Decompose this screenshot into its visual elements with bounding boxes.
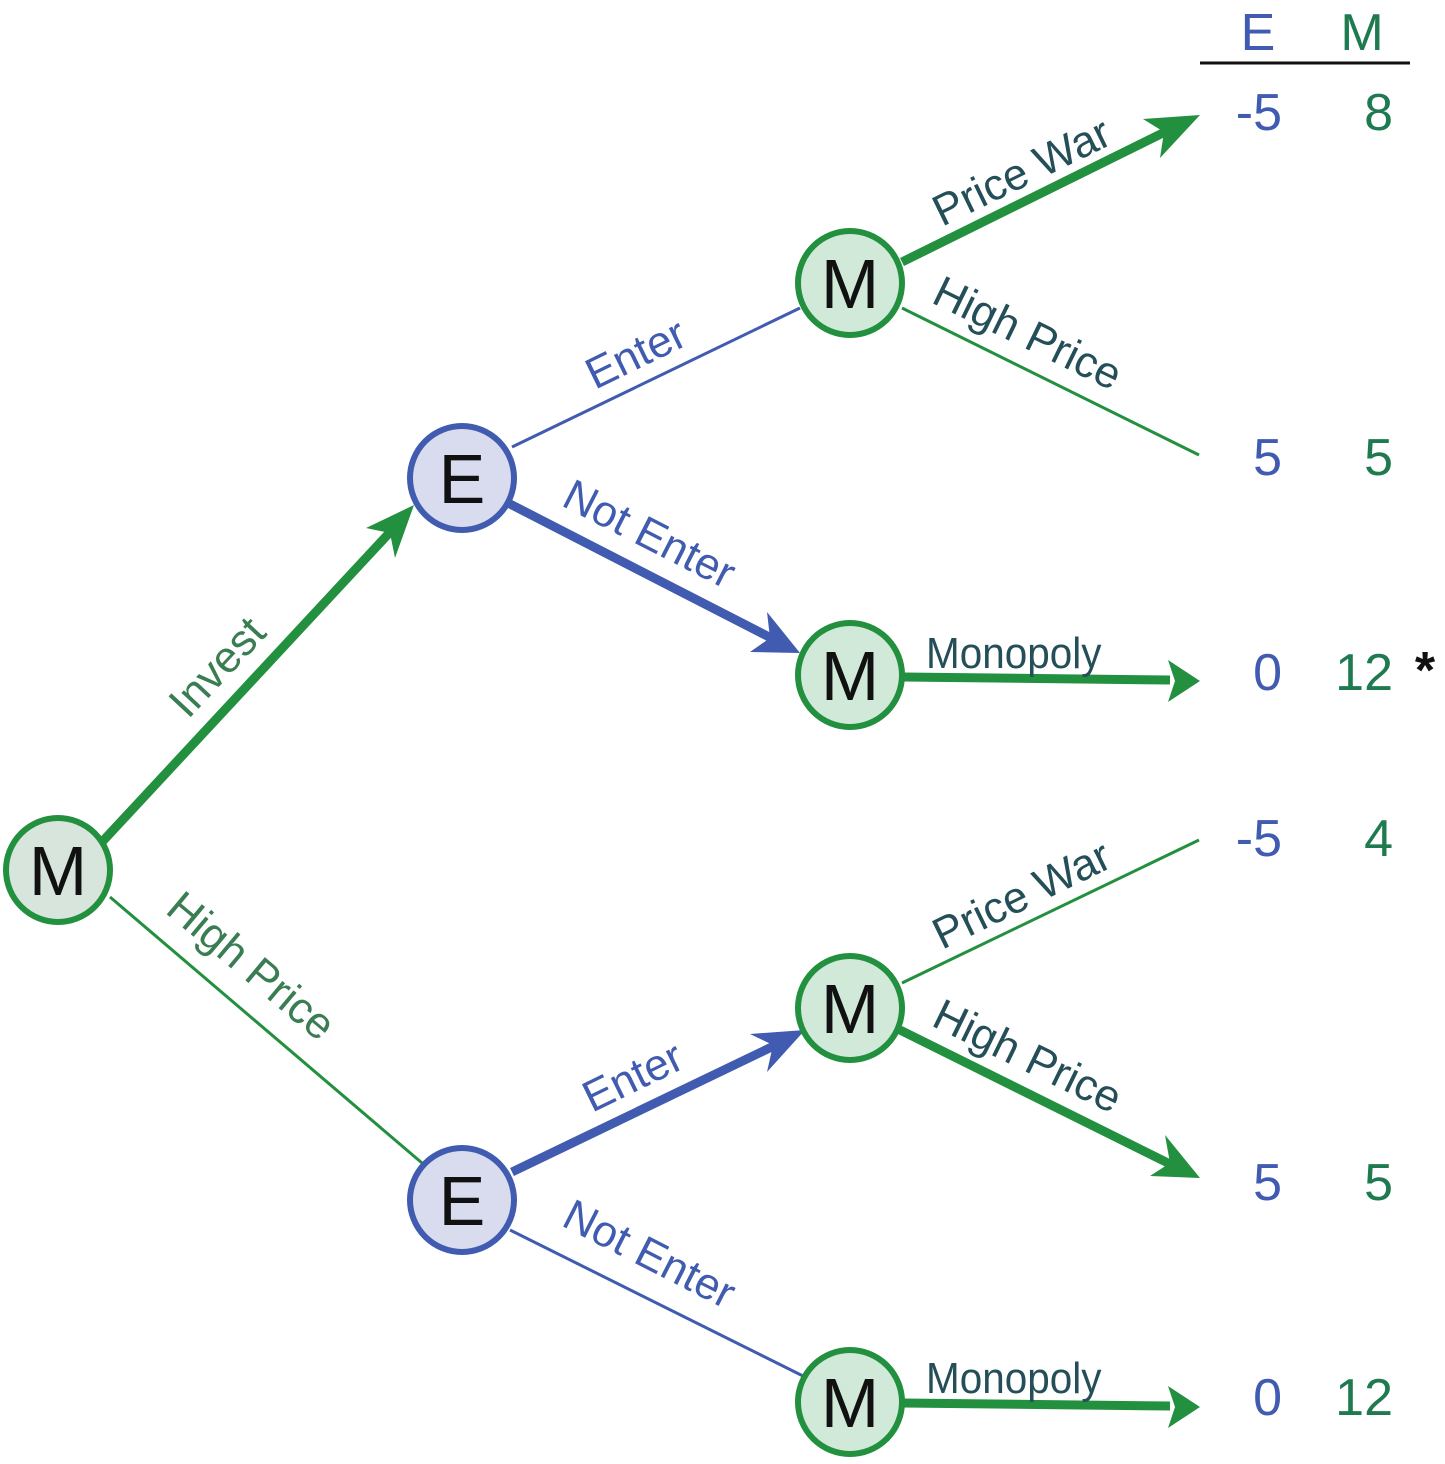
header-e-label: E bbox=[1241, 4, 1276, 62]
node-e-bottom-label: E bbox=[439, 1162, 486, 1240]
edge-invest bbox=[98, 526, 396, 846]
label-high-price-root: High Price bbox=[158, 882, 345, 1050]
edge-enter-top bbox=[511, 306, 801, 449]
payoff-m: 4 bbox=[1364, 810, 1393, 868]
payoff-m: 8 bbox=[1364, 84, 1393, 142]
label-enter-bottom: Enter bbox=[575, 1032, 691, 1122]
payoff-m: 12 bbox=[1335, 1369, 1393, 1427]
arrowhead-monopoly-2 bbox=[1168, 1386, 1200, 1428]
edge-high-price-2 bbox=[897, 1025, 1175, 1170]
payoff-m: 5 bbox=[1364, 1154, 1393, 1212]
edge-not-enter-top bbox=[507, 499, 778, 645]
edge-enter-bottom bbox=[510, 1038, 782, 1177]
equilibrium-mark: * bbox=[1415, 642, 1436, 700]
node-m-bottom-not-enter: M bbox=[795, 1347, 905, 1457]
payoff-row: 0 12 * bbox=[1253, 642, 1436, 702]
edge-monopoly-2 bbox=[902, 1398, 1171, 1411]
edge-labels: Invest High Price Enter Not Enter Enter … bbox=[158, 108, 1130, 1402]
payoff-row: 0 12 bbox=[1253, 1369, 1393, 1427]
arrowhead-monopoly-1 bbox=[1168, 660, 1200, 702]
payoff-e: 0 bbox=[1253, 1369, 1282, 1427]
arrowhead-enter-bottom bbox=[750, 1030, 805, 1072]
node-e-bottom: E bbox=[407, 1145, 517, 1255]
edge-high-price-root bbox=[109, 895, 423, 1165]
payoff-row: 5 5 bbox=[1253, 1154, 1393, 1212]
header-m-label: M bbox=[1340, 4, 1383, 62]
node-m-top-not-enter-label: M bbox=[821, 637, 879, 715]
node-m-top-not-enter: M bbox=[795, 620, 905, 730]
node-m-bottom-enter-label: M bbox=[821, 970, 879, 1048]
arrowhead-price-war-1 bbox=[1143, 115, 1200, 158]
arrowhead-not-enter-top bbox=[750, 612, 800, 653]
node-e-top: E bbox=[407, 423, 517, 533]
nodes: M E E M M M M bbox=[3, 228, 905, 1457]
label-enter-top: Enter bbox=[578, 309, 694, 399]
payoff-e: 0 bbox=[1253, 644, 1282, 702]
node-m-top-enter: M bbox=[795, 228, 905, 338]
node-m-top-enter-label: M bbox=[821, 245, 879, 323]
edge-not-enter-bottom bbox=[509, 1228, 806, 1379]
payoff-row: -5 4 bbox=[1236, 810, 1393, 868]
node-m-bottom-not-enter-label: M bbox=[821, 1364, 879, 1442]
payoffs: -5 8 5 5 0 12 * -5 4 5 5 0 12 bbox=[1236, 84, 1436, 1427]
node-m-bottom-enter: M bbox=[795, 953, 905, 1063]
payoff-row: -5 8 bbox=[1236, 84, 1393, 142]
label-monopoly-1: Monopoly bbox=[926, 628, 1102, 677]
payoff-m: 5 bbox=[1364, 429, 1393, 487]
payoff-row: 5 5 bbox=[1253, 429, 1393, 487]
payoff-e: 5 bbox=[1253, 1154, 1282, 1212]
payoff-e: -5 bbox=[1236, 84, 1282, 142]
label-invest: Invest bbox=[159, 608, 275, 727]
edge-monopoly-1 bbox=[902, 672, 1171, 685]
label-monopoly-2: Monopoly bbox=[926, 1353, 1102, 1402]
payoff-header: E M bbox=[1200, 4, 1410, 65]
arrowhead-invest bbox=[366, 505, 414, 558]
edges bbox=[98, 115, 1200, 1428]
node-e-top-label: E bbox=[439, 440, 486, 518]
node-root-label: M bbox=[29, 832, 87, 910]
node-root: M bbox=[3, 815, 113, 925]
payoff-e: 5 bbox=[1253, 429, 1282, 487]
payoff-e: -5 bbox=[1236, 810, 1282, 868]
edge-price-war-1 bbox=[900, 122, 1177, 267]
edge-price-war-2 bbox=[901, 838, 1200, 985]
arrowhead-high-price-2 bbox=[1150, 1135, 1200, 1178]
edge-high-price-1 bbox=[901, 306, 1200, 457]
label-price-war-2: Price War bbox=[925, 831, 1119, 959]
payoff-m: 12 bbox=[1335, 644, 1393, 702]
